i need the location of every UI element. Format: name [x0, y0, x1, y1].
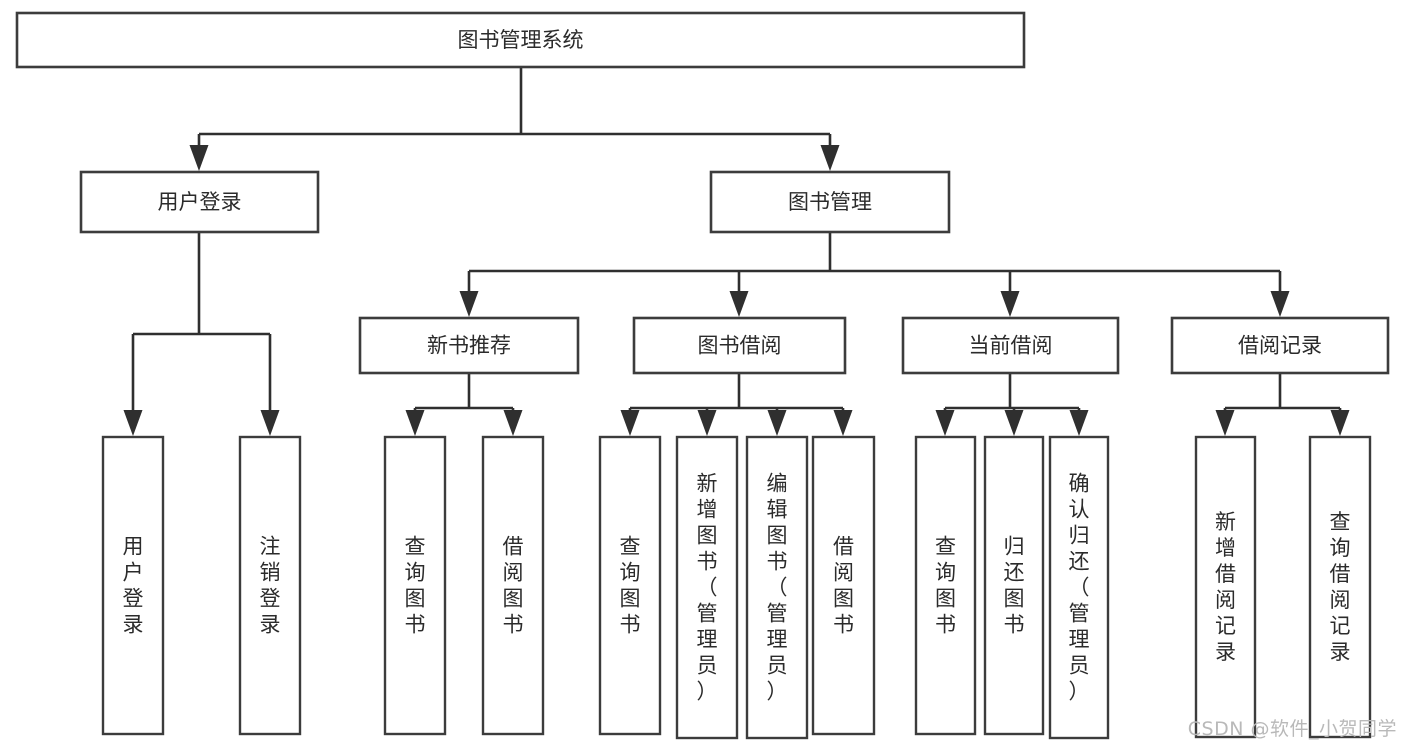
node-label-book-borrow: 图书借阅	[698, 334, 782, 358]
connector-record-to-leaves	[1215, 373, 1350, 436]
connector-userlogin-to-leaves	[123, 232, 280, 436]
node-label-leaf-query-borrow-record: 查询借阅记录	[1330, 510, 1351, 664]
node-label-leaf-add-book-admin: 新增图书（管理员）	[697, 472, 718, 704]
node-box-leaf-user-login[interactable]	[101, 435, 165, 736]
node-box-leaf-edit-book-admin[interactable]	[745, 435, 809, 740]
node-box-book-management[interactable]	[709, 170, 951, 234]
node-label-root: 图书管理系统	[458, 28, 584, 52]
node-label-leaf-query-book-borrow: 查询图书	[620, 535, 641, 637]
node-label-new-book-recommend: 新书推荐	[427, 334, 511, 358]
connector-borrow-to-leaves	[620, 373, 853, 436]
node-root[interactable]: 图书管理系统	[15, 11, 1026, 69]
node-box-leaf-confirm-return-admin[interactable]	[1048, 435, 1110, 740]
node-book-management[interactable]: 图书管理	[709, 170, 951, 234]
connector-root-to-level1	[189, 67, 840, 171]
node-leaf-query-book-borrow[interactable]: 查询图书	[598, 435, 662, 736]
node-box-current-borrow[interactable]	[901, 316, 1120, 375]
connector-bookmgmt-to-level2	[459, 232, 1290, 317]
node-current-borrow[interactable]: 当前借阅	[901, 316, 1120, 375]
node-leaf-confirm-return-admin[interactable]: 确认归还（管理员）	[1048, 435, 1110, 740]
node-leaf-logout[interactable]: 注销登录	[238, 435, 302, 736]
node-box-leaf-borrow-book-recommend[interactable]	[481, 435, 545, 736]
node-label-leaf-add-borrow-record: 新增借阅记录	[1215, 510, 1236, 664]
node-label-leaf-query-book-recommend: 查询图书	[405, 535, 426, 637]
node-box-borrow-record[interactable]	[1170, 316, 1390, 375]
node-box-leaf-logout[interactable]	[238, 435, 302, 736]
node-borrow-record[interactable]: 借阅记录	[1170, 316, 1390, 375]
node-label-current-borrow: 当前借阅	[969, 334, 1053, 358]
node-label-leaf-confirm-return-admin: 确认归还（管理员）	[1069, 472, 1090, 704]
connector-layer	[123, 67, 1350, 436]
node-box-book-borrow[interactable]	[632, 316, 847, 375]
node-label-leaf-return-book: 归还图书	[1004, 535, 1025, 637]
node-book-borrow[interactable]: 图书借阅	[632, 316, 847, 375]
node-box-new-book-recommend[interactable]	[358, 316, 580, 375]
node-box-leaf-borrow-book[interactable]	[811, 435, 876, 736]
node-label-user-login: 用户登录	[158, 190, 242, 214]
node-label-leaf-borrow-book: 借阅图书	[833, 535, 854, 637]
node-leaf-borrow-book-recommend[interactable]: 借阅图书	[481, 435, 545, 736]
connector-current-to-leaves	[935, 373, 1089, 436]
node-label-leaf-borrow-book-recommend: 借阅图书	[503, 535, 524, 637]
node-box-root[interactable]	[15, 11, 1026, 69]
node-box-leaf-return-book[interactable]	[983, 435, 1045, 736]
node-label-leaf-edit-book-admin: 编辑图书（管理员）	[767, 472, 788, 704]
node-box-leaf-add-borrow-record[interactable]	[1194, 435, 1257, 739]
node-label-book-management: 图书管理	[788, 190, 872, 214]
node-box-user-login[interactable]	[79, 170, 320, 234]
node-leaf-borrow-book[interactable]: 借阅图书	[811, 435, 876, 736]
node-user-login[interactable]: 用户登录	[79, 170, 320, 234]
node-leaf-query-book-recommend[interactable]: 查询图书	[383, 435, 447, 736]
node-leaf-user-login[interactable]: 用户登录	[101, 435, 165, 736]
node-leaf-query-book-current[interactable]: 查询图书	[914, 435, 977, 736]
node-box-leaf-query-borrow-record[interactable]	[1308, 435, 1372, 739]
connector-recommend-to-leaves	[405, 373, 523, 436]
node-box-leaf-query-book-current[interactable]	[914, 435, 977, 736]
node-leaf-return-book[interactable]: 归还图书	[983, 435, 1045, 736]
node-box-leaf-query-book-borrow[interactable]	[598, 435, 662, 736]
node-box-leaf-add-book-admin[interactable]	[675, 435, 739, 740]
node-leaf-add-borrow-record[interactable]: 新增借阅记录	[1194, 435, 1257, 739]
node-label-leaf-query-book-current: 查询图书	[935, 535, 956, 637]
node-leaf-query-borrow-record[interactable]: 查询借阅记录	[1308, 435, 1372, 739]
node-leaf-add-book-admin[interactable]: 新增图书（管理员）	[675, 435, 739, 740]
node-box-leaf-query-book-recommend[interactable]	[383, 435, 447, 736]
node-label-leaf-logout: 注销登录	[260, 535, 281, 637]
node-layer: 图书管理系统用户登录图书管理新书推荐图书借阅当前借阅借阅记录用户登录注销登录查询…	[15, 11, 1390, 740]
node-new-book-recommend[interactable]: 新书推荐	[358, 316, 580, 375]
node-label-borrow-record: 借阅记录	[1238, 334, 1322, 358]
node-leaf-edit-book-admin[interactable]: 编辑图书（管理员）	[745, 435, 809, 740]
node-label-leaf-user-login: 用户登录	[123, 535, 144, 637]
